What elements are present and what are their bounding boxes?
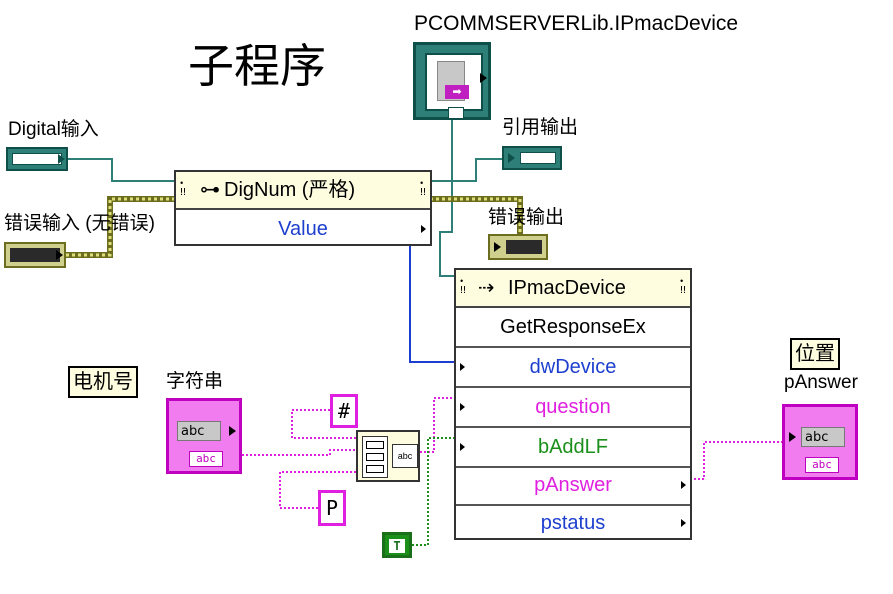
wire-p-to-concat xyxy=(279,471,356,509)
pmac-device-refnum[interactable]: ➡ xyxy=(413,42,491,120)
ref-out-terminal[interactable] xyxy=(502,146,562,170)
wire-panswer-to-indicator xyxy=(690,441,784,480)
invoke-method: GetResponseEx xyxy=(456,308,690,348)
true-boolean-constant[interactable]: T xyxy=(382,532,412,558)
param-baddlf[interactable]: bAddLF xyxy=(456,428,690,468)
invoke-node-title: IPmacDevice xyxy=(508,277,626,299)
param-dwdevice[interactable]: dwDevice xyxy=(456,348,690,388)
digital-in-terminal[interactable] xyxy=(6,147,68,171)
panswer-indicator-terminal[interactable]: abc abc xyxy=(782,404,858,480)
motor-number-label: 电机号 xyxy=(68,366,138,398)
ref-out-label: 引用输出 xyxy=(502,117,579,138)
wire-propnode-refout xyxy=(430,158,502,182)
property-value[interactable]: Value xyxy=(176,210,430,248)
position-label: 位置 xyxy=(790,338,840,370)
invoke-arrow-icon: ⇢ xyxy=(478,277,495,299)
hash-string-constant[interactable]: # xyxy=(330,394,358,428)
document-icon: ➡ xyxy=(425,53,483,111)
wire-true-to-baddlf xyxy=(412,437,456,546)
p-string-constant[interactable]: P xyxy=(318,490,346,526)
param-pstatus[interactable]: pstatus xyxy=(456,504,690,542)
link-icon: ⊶ xyxy=(200,179,220,201)
error-out-terminal[interactable] xyxy=(488,234,548,260)
ipmacdevice-invoke-node[interactable]: 🞄‼ ⇢ IPmacDevice 🞄‼ GetResponseEx dwDevi… xyxy=(454,268,692,540)
error-in-label: 错误输入 (无错误) xyxy=(4,213,155,234)
wire-value-to-dwdevice xyxy=(409,246,456,363)
param-panswer[interactable]: pAnswer xyxy=(456,466,690,506)
wire-string-to-concat xyxy=(242,449,356,456)
concatenate-strings-node[interactable]: abc xyxy=(356,430,420,482)
dignum-property-node[interactable]: 🞄‼ ⊶ DigNum (严格) 🞄‼ Value xyxy=(174,170,432,246)
panswer-indicator-label: pAnswer xyxy=(784,372,858,393)
wire-hash-to-concat xyxy=(291,409,356,439)
param-question[interactable]: question xyxy=(456,388,690,428)
wire-device-to-invoke xyxy=(439,120,456,277)
string-control-terminal[interactable]: abc abc xyxy=(166,398,242,474)
concat-output-icon: abc xyxy=(392,444,418,468)
diagram-title: 子程序 xyxy=(188,39,326,93)
device-class-label: PCOMMSERVERLib.IPmacDevice xyxy=(414,12,739,35)
error-out-label: 错误输出 xyxy=(488,207,565,228)
error-in-terminal[interactable] xyxy=(4,242,66,268)
wire-digital-to-propnode xyxy=(68,158,176,182)
digital-in-label: Digital输入 xyxy=(8,119,99,140)
property-node-title: DigNum (严格) xyxy=(224,179,356,201)
wire-concat-to-question xyxy=(420,397,456,453)
string-label: 字符串 xyxy=(166,371,224,392)
concat-inputs-icon xyxy=(362,436,388,478)
